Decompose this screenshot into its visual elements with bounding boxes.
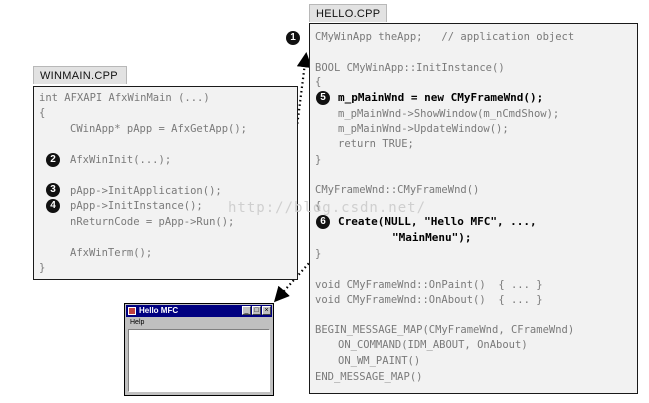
code-line: BEGIN_MESSAGE_MAP(CMyFrameWnd, CFrameWnd…: [315, 324, 575, 336]
step-badge-2: 2: [46, 153, 60, 167]
code-line: return TRUE;: [338, 138, 414, 150]
maximize-button[interactable]: □: [252, 306, 261, 315]
step-badge-3: 3: [46, 183, 60, 197]
window-titlebar: Hello MFC _ □ ×: [126, 305, 272, 317]
code-line: void CMyFrameWnd::OnPaint() { ... }: [315, 279, 543, 291]
step-badge-4: 4: [46, 199, 60, 213]
code-line: m_pMainWnd->UpdateWindow();: [338, 123, 509, 135]
code-line: int AFXAPI AfxWinMain (...): [39, 92, 210, 104]
winmain-file-tab: WINMAIN.CPP: [33, 66, 127, 84]
code-line-highlight: m_pMainWnd = new CMyFrameWnd();: [338, 91, 544, 104]
close-button[interactable]: ×: [262, 306, 271, 315]
winmain-code-panel: int AFXAPI AfxWinMain (...) { CWinApp* p…: [33, 86, 298, 280]
hello-code-panel: CMyWinApp theApp; // application object …: [309, 23, 638, 394]
code-line: CWinApp* pApp = AfxGetApp();: [70, 123, 248, 135]
code-line: }: [315, 154, 322, 166]
step-badge-5: 5: [316, 91, 330, 105]
code-line: nReturnCode = pApp->Run();: [70, 216, 235, 228]
code-line: BOOL CMyWinApp::InitInstance(): [315, 62, 505, 74]
hello-file-tab: HELLO.CPP: [309, 4, 387, 22]
code-line: {: [39, 107, 46, 119]
code-line: {: [315, 200, 322, 212]
code-line: AfxWinTerm();: [70, 247, 153, 259]
minimize-button[interactable]: _: [242, 306, 251, 315]
code-line: m_pMainWnd->ShowWindow(m_nCmdShow);: [338, 108, 560, 120]
window-menubar: Help: [126, 318, 272, 327]
watermark-text: http://blog.csdn.net/: [228, 200, 427, 216]
window-client-area: [128, 329, 270, 392]
app-icon: [128, 307, 136, 315]
step-badge-6: 6: [316, 215, 330, 229]
code-line: {: [315, 76, 322, 88]
code-line-highlight: Create(NULL, "Hello MFC", ...,: [338, 215, 537, 228]
menu-help[interactable]: Help: [130, 319, 145, 326]
code-line: AfxWinInit(...);: [70, 154, 172, 166]
window-title: Hello MFC: [139, 306, 179, 315]
code-line: ON_WM_PAINT(): [338, 355, 421, 367]
code-line: }: [315, 248, 322, 260]
code-line: CMyWinApp theApp; // application object: [315, 31, 575, 43]
code-line: pApp->InitInstance();: [70, 200, 203, 212]
step-badge-1: 1: [286, 31, 300, 45]
code-line: CMyFrameWnd::CMyFrameWnd(): [315, 184, 480, 196]
hello-mfc-window: Hello MFC _ □ × Help: [124, 303, 274, 396]
code-line: END_MESSAGE_MAP(): [315, 371, 423, 383]
code-line-highlight: "MainMenu");: [392, 231, 472, 244]
code-line: void CMyFrameWnd::OnAbout() { ... }: [315, 294, 543, 306]
code-line: pApp->InitApplication();: [70, 185, 222, 197]
code-line: ON_COMMAND(IDM_ABOUT, OnAbout): [338, 339, 528, 351]
code-line: }: [39, 262, 46, 274]
